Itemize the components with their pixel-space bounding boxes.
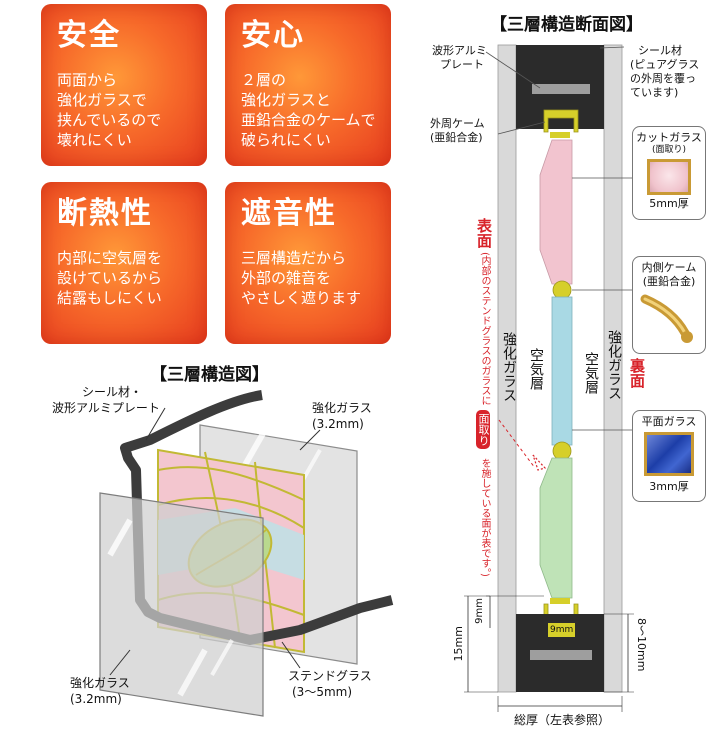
cross-section-title: 【三層構造断面図】 [490,15,643,35]
feature-text: やさしく遮ります [241,289,362,307]
feature-card-security: 安心 ２層の 強化ガラスと 亜鉛合金のケームで 破られにくい [225,4,391,166]
cut-glass-size: 5mm厚 [649,197,689,210]
seal-material-label: シール材 (ピュアグラス の外周を覆っ ています) [630,44,700,99]
tempered-glass-label-top: 強化ガラス (3.2mm) [312,401,372,431]
feature-text: ２層の [241,71,287,89]
inner-came-lower [552,441,572,461]
inner-came-upper [552,280,572,300]
structure-diagram-title: 【三層構造図】 [150,365,269,385]
feature-text: 結露もしにくい [57,289,162,307]
three-layer-illustration [99,390,394,717]
inner-came-title: 内側ケーム [641,261,697,274]
cut-glass-swatch [647,159,691,195]
inner-came-callout: 内側ケーム (亜鉛合金) [632,256,706,354]
inner-came-sub: (亜鉛合金) [642,275,696,288]
front-side-note-1: (内部のステンドグラスのガラスに [479,252,490,406]
back-side-label: 裏面 [628,358,646,388]
feature-text: 壊れにくい [57,131,132,149]
pink-cut-glass [539,139,573,285]
feature-text: 破られにくい [241,131,331,149]
tempered-glass-right-label: 強化ガラス [606,330,622,400]
feature-title: 遮音性 [241,196,337,231]
dim-8-10mm: 8〜10mm [635,618,648,672]
stained-glass-label: ステンドグラス (3〜5mm) [288,669,372,699]
feature-text: 挟んでいるので [57,111,162,129]
tempered-glass-label-bottom: 強化ガラス (3.2mm) [70,676,130,706]
front-side-label: 表面 [475,218,493,248]
air-layer-right-label: 空気層 [583,352,599,394]
feature-card-soundproof: 遮音性 三層構造だから 外部の雑音を やさしく遮ります [225,182,391,344]
aluminum-plate-top [532,84,590,94]
flat-glass-title: 平面ガラス [641,415,697,428]
flat-glass-callout: 平面ガラス 3mm厚 [632,410,706,502]
feature-text: 設けているから [57,269,163,287]
aluminum-plate-bottom [530,650,592,660]
feature-text: 亜鉛合金のケームで [241,111,376,129]
feature-title: 断熱性 [57,196,153,231]
feature-text: 強化ガラスで [57,91,147,109]
front-side-note-2: を施している面が表です。) [479,458,490,577]
blue-flat-glass [551,296,573,446]
feature-text: 内部に空気層を [57,249,163,267]
cross-section-illustration [464,44,636,712]
feature-text: 強化ガラスと [241,91,331,109]
inner-came-image [640,294,693,343]
total-thickness-label: 総厚（左表参照） [514,713,611,727]
feature-card-insulation: 断熱性 内部に空気層を 設けているから 結露もしにくい [41,182,207,344]
flat-glass-size: 3mm厚 [649,480,689,493]
flat-glass-swatch [644,432,694,476]
outer-came-top [543,109,579,133]
seal-label: シール材・ 波形アルミプレート [52,385,160,415]
feature-title: 安全 [57,18,121,53]
dim-9mm-vertical: 9mm [474,598,485,624]
cut-glass-sub: (面取り) [651,145,687,155]
air-layer-left-label: 空気層 [528,348,544,390]
cut-glass-title: カットガラス [636,131,702,144]
feature-title: 安心 [241,18,305,53]
tempered-glass-left [497,44,517,693]
feature-text: 両面から [57,71,118,89]
feature-card-safety: 安全 両面から 強化ガラスで 挟んでいるので 壊れにくい [41,4,207,166]
tempered-glass-left-label: 強化ガラス [501,332,517,402]
green-cut-glass [539,457,573,599]
dim-15mm: 15mm [452,626,465,662]
feature-text: 外部の雑音を [241,269,332,287]
bevel-badge: 面取り [476,410,490,449]
dim-9mm-horizontal: 9mm [548,623,576,637]
feature-text: 三層構造だから [241,249,347,267]
outer-came-label: 外周ケーム (亜鉛合金) [430,117,485,144]
wave-aluminum-label: 波形アルミ プレート [432,44,487,71]
cut-glass-callout: カットガラス (面取り) 5mm厚 [632,126,706,220]
